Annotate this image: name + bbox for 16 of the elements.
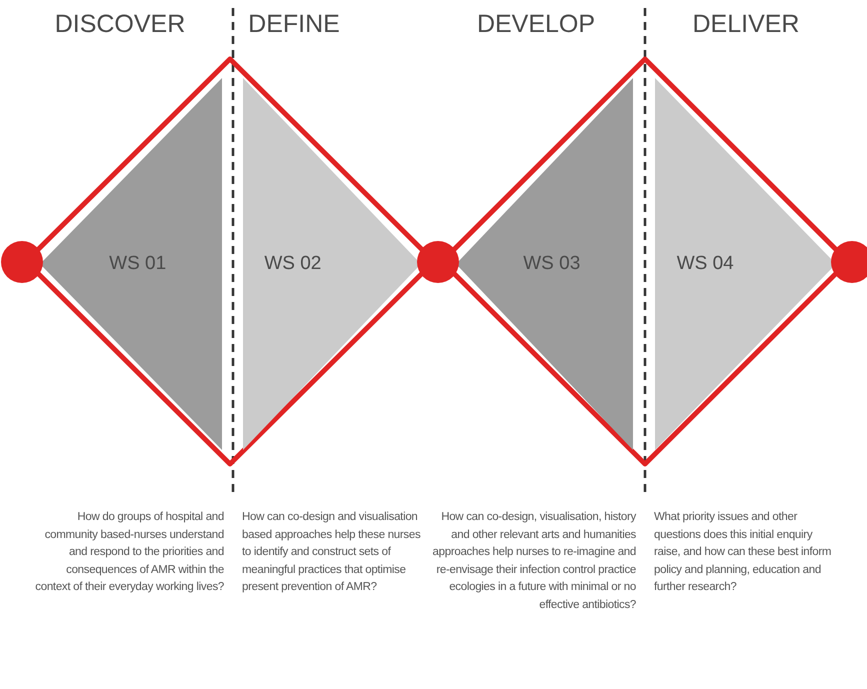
question-text: How do groups of hospital and community based-nurses understand and respond to the priorities and consequences of AMR within the context of their everyday working lives? [34,510,224,595]
phase-heading: DISCOVER [54,9,186,40]
workstream-label: WS 04 [676,252,734,276]
junction-dot [0,240,44,284]
phase-heading: DEFINE [248,9,340,40]
question-text: How can co-design, visualisation, history and other relevant arts and humanities approaches help nurses to re-imagine and re-envisage their infection control practice ecologies in a future with minimal or no effective antibiotics? [432,510,636,612]
workstream-label: WS 02 [264,252,322,276]
workstream-label: WS 01 [109,252,166,276]
junction-dot [416,240,460,284]
triangle-panel [40,78,222,450]
question-text: How can co-design and visualisation based approaches help these nurses to identify and construct sets of meaningful practices that optimise present prevention of AMR? [242,510,422,595]
triangle-panel [456,78,633,450]
phase-heading: DEVELOP [476,9,596,40]
question-text: What priority issues and other questions does this initial enquiry raise, and how can these best inform policy and planning, education and further research? [654,510,832,595]
phase-heading: DELIVER [692,9,800,40]
workstream-label: WS 03 [523,252,580,276]
